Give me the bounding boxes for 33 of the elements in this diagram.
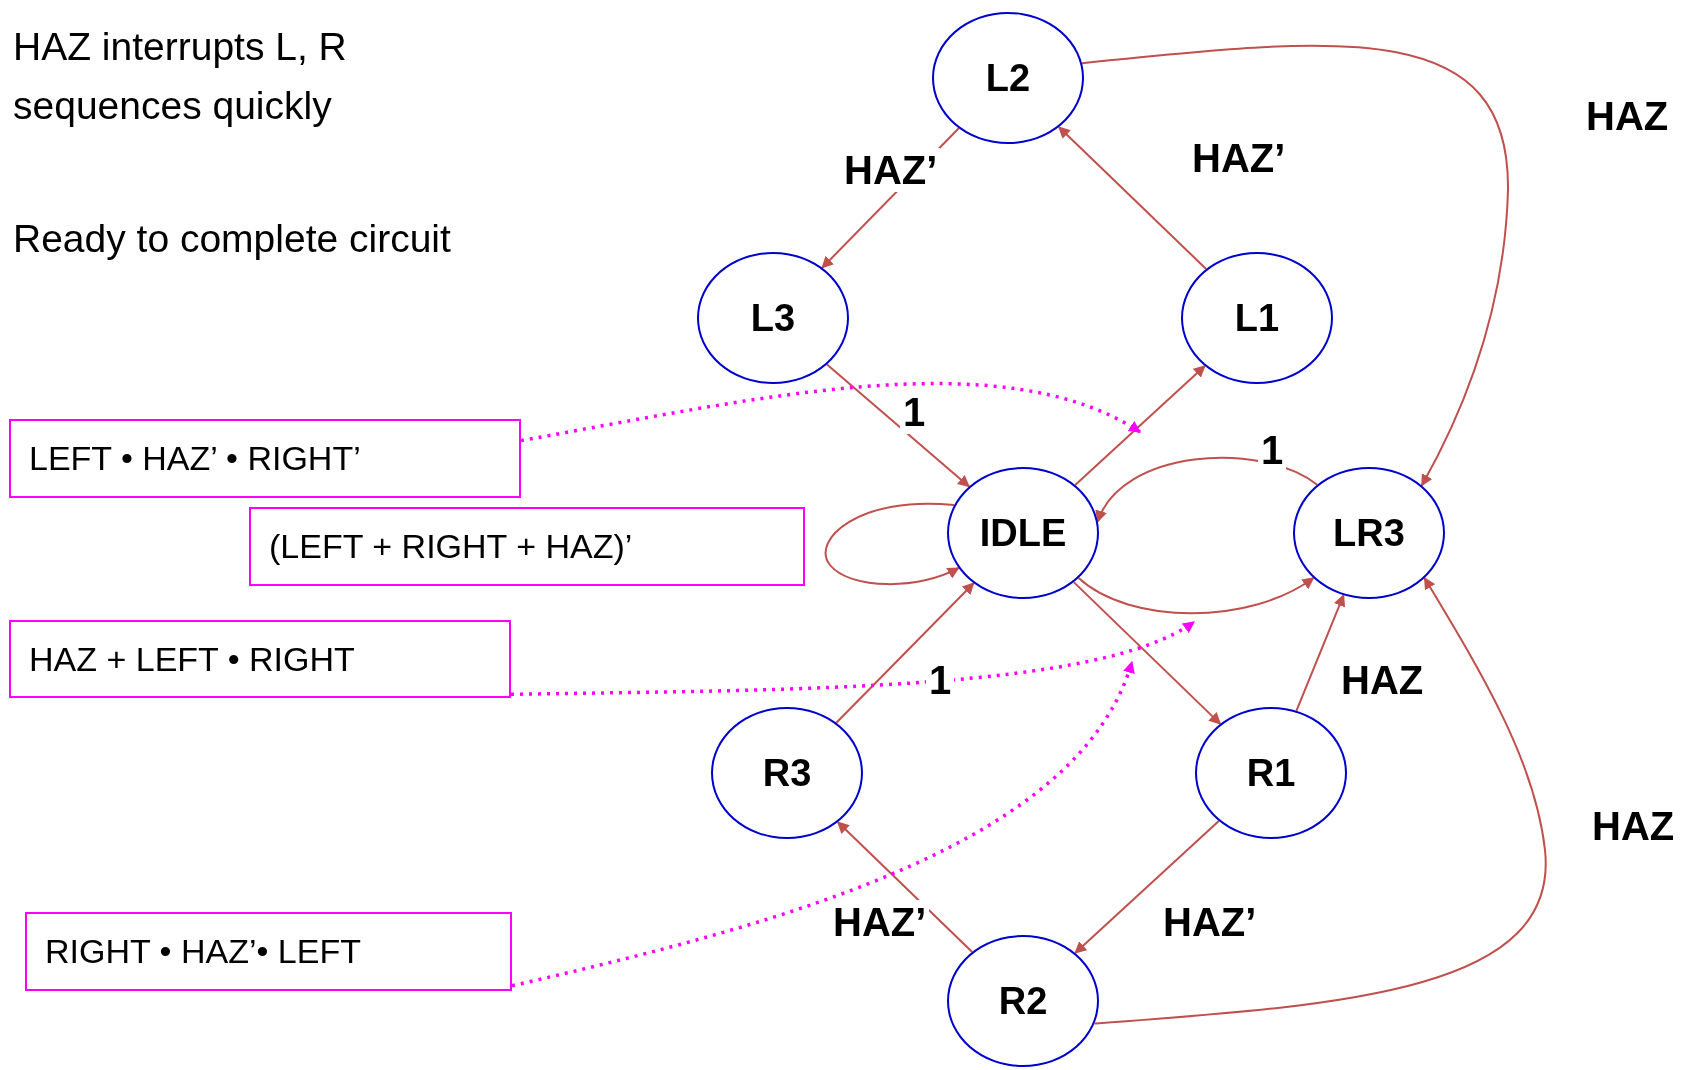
state-name: L1 — [1234, 296, 1280, 340]
state-name: LR3 — [1333, 511, 1405, 555]
condition-box — [9, 419, 521, 498]
condition-box — [25, 912, 512, 991]
transition-arrow — [1077, 577, 1315, 615]
transition-arrow — [1093, 577, 1546, 1025]
transition-arrow — [1295, 594, 1346, 712]
transition-arrow — [1057, 126, 1208, 270]
state-name: IDLE — [979, 511, 1067, 555]
leader-line — [520, 382, 1142, 443]
note-text: Ready to complete circuit — [13, 216, 452, 262]
transition-arrow — [1074, 820, 1220, 954]
self-loop-arrow — [824, 502, 960, 586]
leader-line — [510, 620, 1196, 697]
condition-text: (LEFT + RIGHT + HAZ)’ — [269, 527, 633, 566]
state-name: R2 — [998, 979, 1048, 1023]
note-text: HAZ interrupts L, R sequences quickly — [13, 24, 348, 129]
leader-line — [511, 660, 1134, 988]
condition-text: RIGHT • HAZ’• LEFT — [45, 932, 361, 971]
transition-arrow — [826, 363, 970, 488]
condition-text: HAZ + LEFT • RIGHT — [29, 639, 355, 679]
state-name: R3 — [762, 751, 812, 795]
transition-arrow — [1074, 364, 1206, 487]
condition-text: LEFT • HAZ’ • RIGHT’ — [29, 439, 361, 478]
state-name: R1 — [1246, 751, 1296, 795]
condition-box — [9, 620, 511, 698]
transition-arrow — [1081, 44, 1509, 487]
transition-arrow — [1072, 581, 1222, 725]
condition-box — [249, 507, 805, 586]
state-name: L2 — [985, 56, 1031, 100]
transition-arrow — [835, 582, 975, 724]
state-name: L3 — [750, 296, 796, 340]
transition-arrow — [836, 821, 974, 953]
